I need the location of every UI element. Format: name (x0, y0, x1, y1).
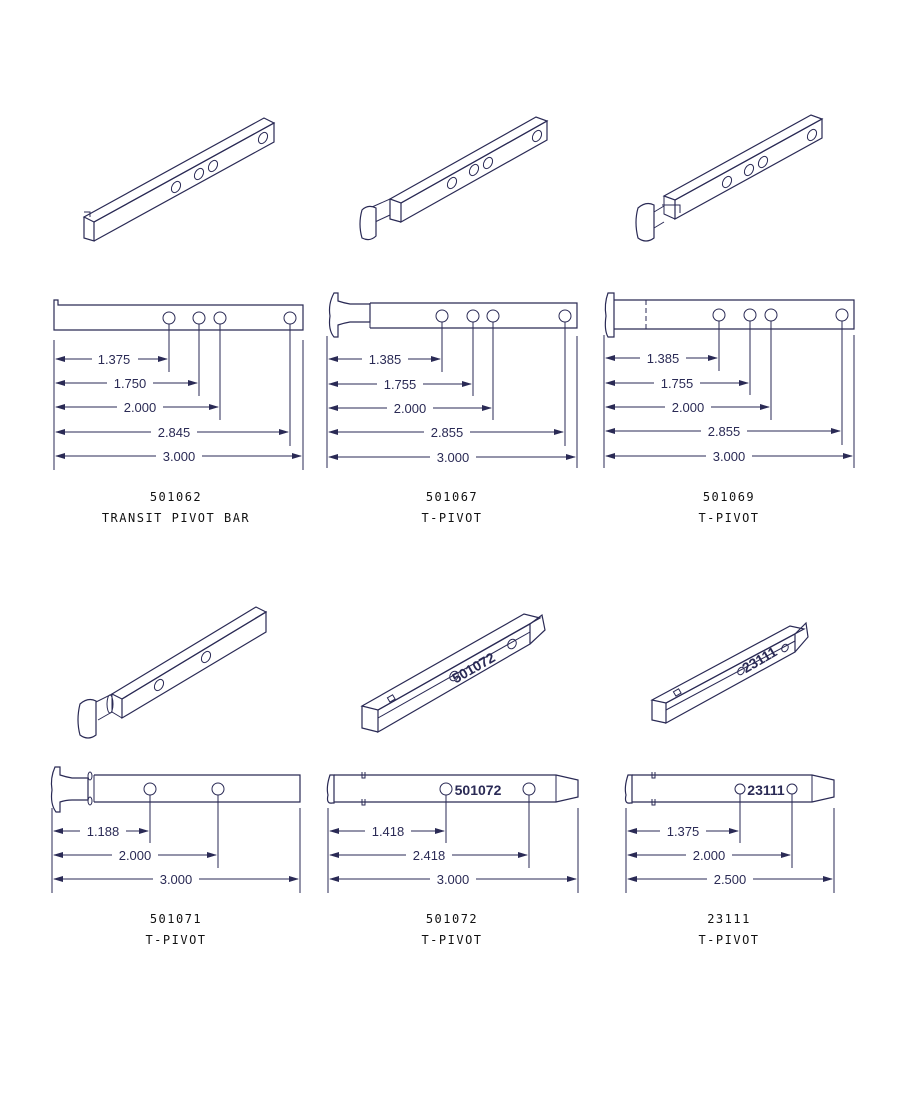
dimension-view-501071: 1.188 2.000 3.000 (50, 766, 301, 893)
part-description: T-PIVOT (421, 933, 483, 947)
part-caption-501062: 501062 TRANSIT PIVOT BAR (36, 487, 316, 529)
isometric-view-23111: 23111 (650, 621, 809, 725)
dim-2: 1.755 (661, 376, 694, 391)
part-caption-501071: 501071 T-PIVOT (36, 909, 316, 951)
dimension-view-23111: 23111 1.375 2.000 2.500 (624, 772, 835, 893)
dim-3: 3.000 (437, 872, 470, 887)
part-description: TRANSIT PIVOT BAR (101, 511, 251, 525)
dimension-view-501069: 1.385 1.755 2.000 2.855 3.000 (603, 292, 855, 468)
part-number: 501072 (425, 912, 479, 926)
dim-3: 2.000 (672, 400, 705, 415)
dim-3: 2.000 (124, 400, 157, 415)
dim-3: 2.500 (714, 872, 747, 887)
dim-4: 2.855 (431, 425, 464, 440)
part-number: 501067 (425, 490, 479, 504)
dim-5: 3.000 (437, 450, 470, 465)
dim-5: 3.000 (713, 449, 746, 464)
part-description: T-PIVOT (698, 511, 760, 525)
engraving-ortho: 501072 (455, 782, 502, 798)
part-description: T-PIVOT (698, 933, 760, 947)
part-caption-23111: 23111 T-PIVOT (589, 909, 869, 951)
dimension-view-501062: 1.375 1.750 2.000 2.845 3.000 (53, 299, 304, 470)
dim-5: 3.000 (163, 449, 196, 464)
dim-1: 1.188 (87, 824, 120, 839)
dim-1: 1.385 (647, 351, 680, 366)
dim-3: 2.000 (394, 401, 427, 416)
isometric-view-501062 (82, 117, 276, 242)
dim-4: 2.845 (158, 425, 191, 440)
dim-1: 1.375 (667, 824, 700, 839)
dim-2: 1.750 (114, 376, 147, 391)
dimension-view-501067: 1.385 1.755 2.000 2.855 3.000 (326, 292, 578, 468)
part-number: 501062 (149, 490, 203, 504)
part-caption-501067: 501067 T-PIVOT (312, 487, 592, 529)
part-caption-501072: 501072 T-PIVOT (312, 909, 592, 951)
dimension-view-501072: 501072 1.418 2.418 3.000 (326, 772, 579, 893)
engraving-ortho: 23111 (747, 782, 785, 798)
dim-3: 3.000 (160, 872, 193, 887)
part-number: 501071 (149, 912, 203, 926)
isometric-view-501069 (635, 114, 824, 242)
dim-2: 2.000 (119, 848, 152, 863)
dim-2: 1.755 (384, 377, 417, 392)
dim-1: 1.418 (372, 824, 405, 839)
dim-1: 1.375 (98, 352, 131, 367)
dim-1: 1.385 (369, 352, 402, 367)
isometric-view-501067 (359, 116, 549, 241)
part-description: T-PIVOT (421, 511, 483, 525)
dim-2: 2.418 (413, 848, 446, 863)
isometric-view-501071 (77, 606, 268, 739)
part-caption-501069: 501069 T-PIVOT (589, 487, 869, 529)
isometric-view-501072: 501072 (360, 613, 546, 734)
part-description: T-PIVOT (145, 933, 207, 947)
dim-2: 2.000 (693, 848, 726, 863)
dim-4: 2.855 (708, 424, 741, 439)
part-number: 501069 (702, 490, 756, 504)
part-number: 23111 (707, 912, 751, 926)
engraving-iso: 501072 (449, 649, 498, 686)
